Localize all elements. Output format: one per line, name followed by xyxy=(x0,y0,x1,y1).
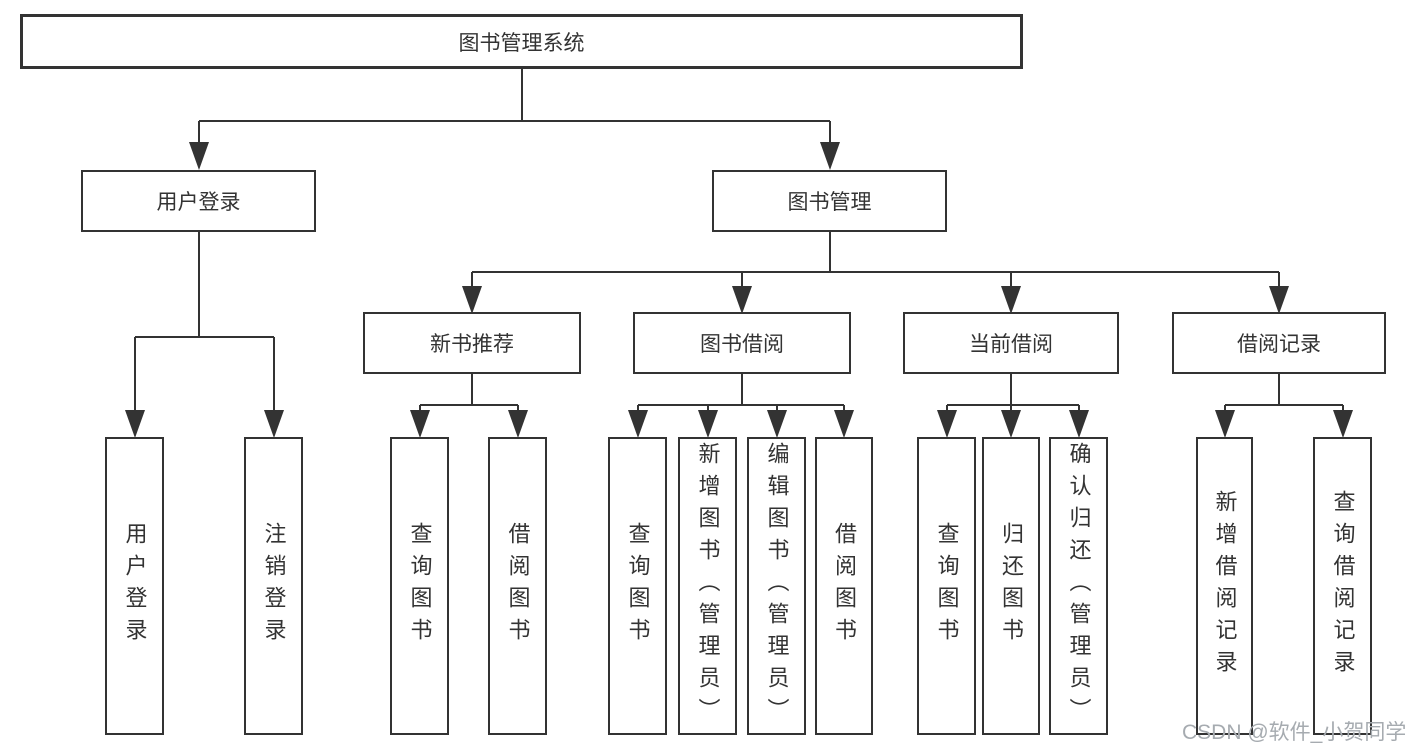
leaf-records-query-record: 查询借阅记录 xyxy=(1313,437,1372,735)
arrow-down-icon xyxy=(819,142,840,170)
leaf-borrowing-borrow-books: 借阅图书 xyxy=(815,437,873,735)
arrow-down-icon xyxy=(1001,410,1021,438)
arrow-down-icon xyxy=(627,410,648,438)
connector-line xyxy=(520,69,523,121)
connector-line xyxy=(1278,272,1280,290)
arrow-down-icon xyxy=(766,410,787,438)
node-new-book-recommend: 新书推荐 xyxy=(363,312,581,374)
connector-line xyxy=(471,272,473,290)
connector-line xyxy=(1224,403,1343,406)
leaf-records-add-record: 新增借阅记录 xyxy=(1196,437,1253,735)
node-book-management: 图书管理 xyxy=(712,170,947,232)
arrow-down-icon xyxy=(263,410,284,438)
node-book-borrowing: 图书借阅 xyxy=(633,312,851,374)
connector-line xyxy=(706,405,709,414)
connector-line xyxy=(741,272,743,290)
connector-line xyxy=(1341,405,1344,414)
arrow-down-icon xyxy=(507,410,528,438)
arrow-down-icon xyxy=(188,142,209,170)
connector-line xyxy=(134,335,274,338)
leaf-borrowing-edit-book-admin: 编辑图书（管理员） xyxy=(747,437,806,735)
connector-line xyxy=(946,403,1079,406)
leaf-user-login: 用户登录 xyxy=(105,437,164,735)
node-user-login: 用户登录 xyxy=(81,170,316,232)
arrow-down-icon xyxy=(834,410,854,438)
arrow-down-icon xyxy=(124,410,145,438)
connector-line xyxy=(1223,405,1226,414)
connector-line xyxy=(1010,272,1012,290)
node-borrow-records: 借阅记录 xyxy=(1172,312,1386,374)
leaf-borrowing-add-book-admin: 新增图书（管理员） xyxy=(678,437,737,735)
connector-line xyxy=(197,232,200,337)
connector-line xyxy=(828,232,831,272)
arrow-down-icon xyxy=(697,410,718,438)
connector-line xyxy=(1010,374,1012,406)
connector-line xyxy=(1278,374,1280,406)
connector-line xyxy=(1077,405,1080,414)
connector-line xyxy=(636,405,639,414)
arrow-down-icon xyxy=(1332,410,1353,438)
connector-line xyxy=(472,270,1279,273)
leaf-logout: 注销登录 xyxy=(244,437,303,735)
leaf-current-return-books: 归还图书 xyxy=(982,437,1040,735)
arrow-down-icon xyxy=(1001,286,1021,314)
connector-line xyxy=(945,405,948,414)
connector-line xyxy=(197,121,200,146)
watermark: CSDN @软件_小贺同学 xyxy=(1182,721,1405,744)
connector-line xyxy=(1010,405,1012,414)
connector-line xyxy=(419,403,518,406)
arrow-down-icon xyxy=(1269,286,1289,314)
arrow-down-icon xyxy=(462,286,482,314)
arrow-down-icon xyxy=(1068,410,1089,438)
leaf-current-query-books: 查询图书 xyxy=(917,437,976,735)
node-library-management-system: 图书管理系统 xyxy=(20,14,1023,69)
leaf-current-confirm-return-admin: 确认归还（管理员） xyxy=(1049,437,1108,735)
connector-line xyxy=(516,405,519,414)
connector-line xyxy=(843,405,845,414)
leaf-newbook-borrow-books: 借阅图书 xyxy=(488,437,547,735)
connector-line xyxy=(198,120,830,122)
connector-line xyxy=(775,405,778,414)
arrow-down-icon xyxy=(1214,410,1235,438)
leaf-borrowing-query-books: 查询图书 xyxy=(608,437,667,735)
connector-line xyxy=(471,374,473,406)
arrow-down-icon xyxy=(936,410,957,438)
connector-line xyxy=(133,337,136,414)
node-current-borrowing: 当前借阅 xyxy=(903,312,1119,374)
arrow-down-icon xyxy=(732,286,752,314)
connector-line xyxy=(272,337,275,414)
connector-line xyxy=(418,405,421,414)
connector-line xyxy=(828,121,831,146)
leaf-newbook-query-books: 查询图书 xyxy=(390,437,449,735)
connector-line xyxy=(741,374,743,406)
connector-line xyxy=(637,403,844,406)
arrow-down-icon xyxy=(409,410,430,438)
